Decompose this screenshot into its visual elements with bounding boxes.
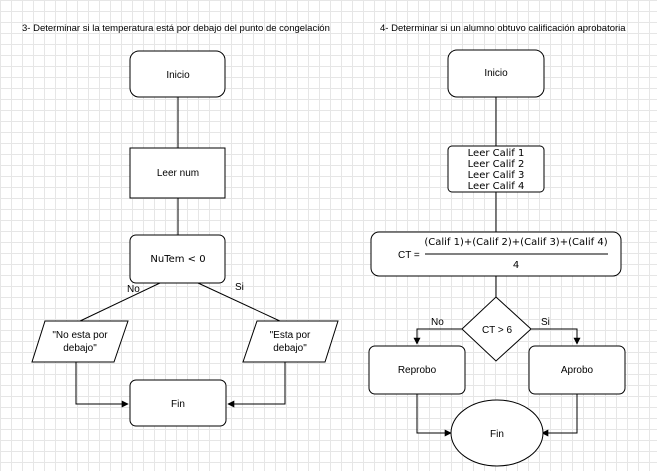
decision-node[interactable] [129, 234, 226, 284]
r-read-line-4: Leer Calif 4 [468, 181, 525, 192]
start-label: Inicio [166, 70, 190, 81]
read-node[interactable] [129, 147, 226, 199]
r-branch-yes-label: Si [541, 317, 550, 328]
branch-no-label: No [127, 284, 140, 295]
output-no-line-2: debajo" [63, 343, 97, 354]
r-end-node[interactable] [450, 399, 544, 467]
connector-decision-no [77, 282, 161, 323]
r-pass-label: Aprobo [561, 365, 594, 376]
r-fail-node[interactable] [368, 345, 466, 395]
r-read-line-2: Leer Calif 2 [468, 159, 525, 170]
r-read-line-3: Leer Calif 3 [468, 170, 525, 181]
r-branch-no-label: No [431, 317, 444, 328]
r-fail-label: Reprobo [398, 365, 437, 376]
read-label: Leer num [157, 168, 199, 179]
left-title: 3- Determinar si la temperatura está por… [22, 23, 330, 34]
connector-r-no [413, 328, 462, 345]
start-node[interactable] [129, 50, 226, 98]
branch-yes-label: Si [235, 282, 244, 293]
output-no-node[interactable] [31, 320, 129, 363]
r-start-label: Inicio [484, 68, 508, 79]
r-formula-numerator: (Calif 1)+(Calif 2)+(Calif 3)+(Calif 4) [424, 237, 607, 248]
r-decision-label: CT > 6 [482, 325, 513, 336]
connector-r-pass-end [541, 394, 578, 437]
output-yes-line-2: debajo" [273, 343, 307, 354]
output-no-line-1: "No esta por [52, 330, 108, 341]
r-formula-denominator: 4 [513, 260, 519, 271]
r-start-node[interactable] [447, 49, 545, 98]
r-end-label: Fin [490, 429, 504, 440]
output-yes-node[interactable] [242, 320, 339, 363]
r-formula-lhs: CT = [398, 250, 420, 261]
end-node[interactable] [129, 379, 227, 427]
connector-yes-end [227, 362, 286, 408]
connector-no-end [75, 362, 129, 408]
decision-label: NuTem < 0 [150, 254, 205, 265]
output-yes-line-1: "Esta por [270, 330, 311, 341]
r-pass-node[interactable] [528, 345, 626, 395]
end-label: Fin [171, 399, 185, 410]
connector-r-yes [531, 328, 581, 345]
r-read-node[interactable] [447, 145, 545, 193]
connector-decision-yes [197, 282, 283, 323]
r-read-line-1: Leer Calif 1 [468, 148, 525, 159]
r-decision-node[interactable] [461, 296, 532, 362]
connector-r-fail-end [416, 394, 452, 437]
right-title: 4- Determinar si un alumno obtuvo califi… [380, 23, 626, 34]
